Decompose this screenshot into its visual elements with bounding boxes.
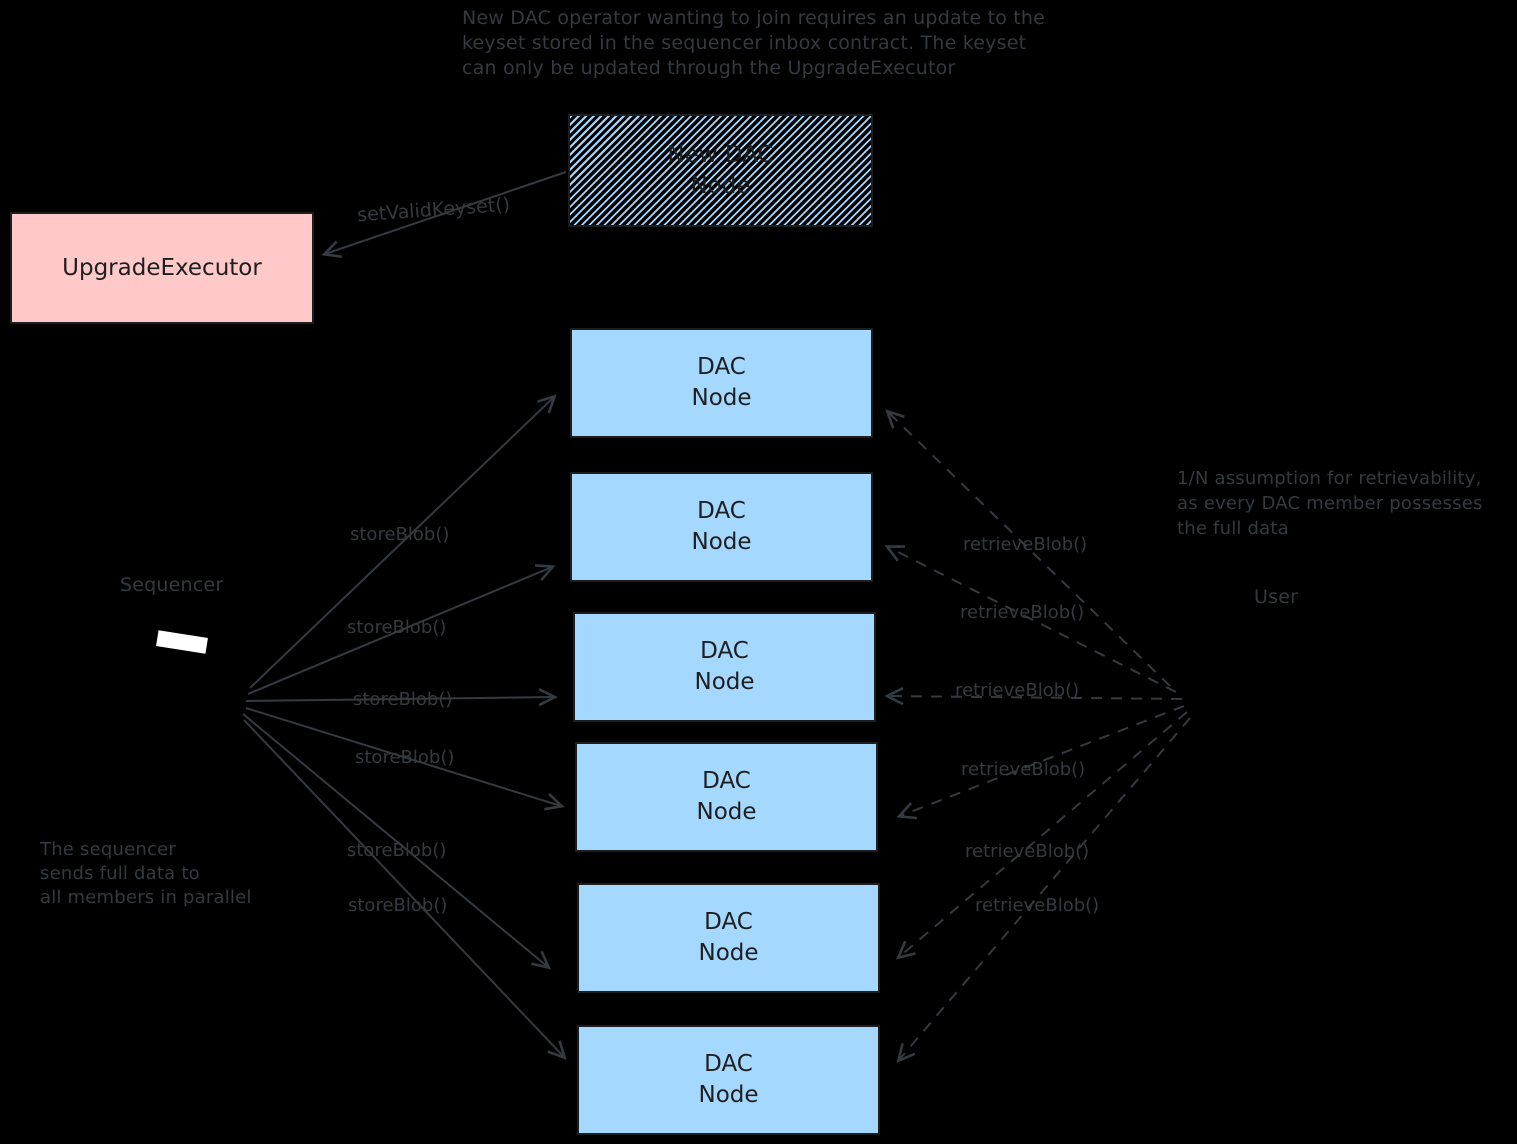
dac-node-box-4: DAC Node: [575, 742, 878, 852]
retrieve-blob-label-5: retrieveBlob(): [965, 841, 1090, 862]
new-dac-node-box: New DAC Node: [568, 114, 873, 227]
dac-node-box-1: DAC Node: [570, 328, 873, 438]
user-label: User: [1254, 586, 1299, 608]
store-blob-label-4: storeBlob(): [355, 747, 455, 768]
store-blob-label-1: storeBlob(): [350, 524, 450, 545]
retrieve-blob-label-6: retrieveBlob(): [975, 895, 1100, 916]
dac-node-box-3: DAC Node: [573, 612, 876, 722]
dac-node-box-5: DAC Node: [577, 883, 880, 993]
store-blob-label-5: storeBlob(): [347, 840, 447, 861]
store-blob-label-2: storeBlob(): [347, 617, 447, 638]
store-blob-arrow-3: [245, 688, 558, 707]
retrieve-blob-label-1: retrieveBlob(): [963, 534, 1088, 555]
retrieve-blob-arrow-4: [896, 705, 1185, 820]
store-blob-arrow-1: [249, 394, 557, 689]
store-blob-arrow-4: [245, 707, 565, 811]
retrieve-blob-arrow-2: [884, 545, 1177, 693]
store-blob-arrow-5: [242, 713, 552, 970]
retrieve-blob-label-2: retrieveBlob(): [960, 602, 1085, 623]
new-dac-node-label: New DAC Node: [667, 141, 774, 199]
store-blob-label-3: storeBlob(): [353, 689, 453, 710]
dac-node-label: DAC Node: [698, 909, 759, 966]
store-blob-arrow-6: [243, 719, 567, 1060]
dac-node-label: DAC Node: [691, 354, 752, 411]
dac-node-label: DAC Node: [696, 768, 757, 825]
retrieve-blob-arrow-6: [896, 717, 1191, 1063]
retrieve-blob-label-4: retrieveBlob(): [961, 759, 1086, 780]
dac-node-box-6: DAC Node: [577, 1025, 880, 1135]
store-blob-label-6: storeBlob(): [348, 895, 448, 916]
store-blob-arrow-2: [247, 564, 556, 695]
top-note: New DAC operator wanting to join require…: [462, 7, 1046, 79]
dac-node-label: DAC Node: [691, 498, 752, 555]
bottom-left-note: The sequencer sends full data to all mem…: [40, 839, 252, 908]
dac-node-label: DAC Node: [694, 638, 755, 695]
upgrade-executor-box: UpgradeExecutor: [10, 212, 314, 324]
right-note: 1/N assumption for retrievability, as ev…: [1177, 468, 1483, 539]
retrieve-blob-label-3: retrieveBlob(): [955, 680, 1080, 701]
sequencer-label: Sequencer: [120, 574, 224, 596]
dac-node-box-2: DAC Node: [570, 472, 873, 582]
upgrade-executor-label: UpgradeExecutor: [62, 254, 262, 281]
retrieve-blob-arrow-1: [885, 409, 1171, 687]
retrieve-blob-arrow-5: [896, 711, 1188, 960]
set-valid-keyset-arrow: [321, 171, 567, 259]
retrieve-blob-arrow-3: [884, 686, 1183, 706]
dac-node-label: DAC Node: [698, 1051, 759, 1108]
